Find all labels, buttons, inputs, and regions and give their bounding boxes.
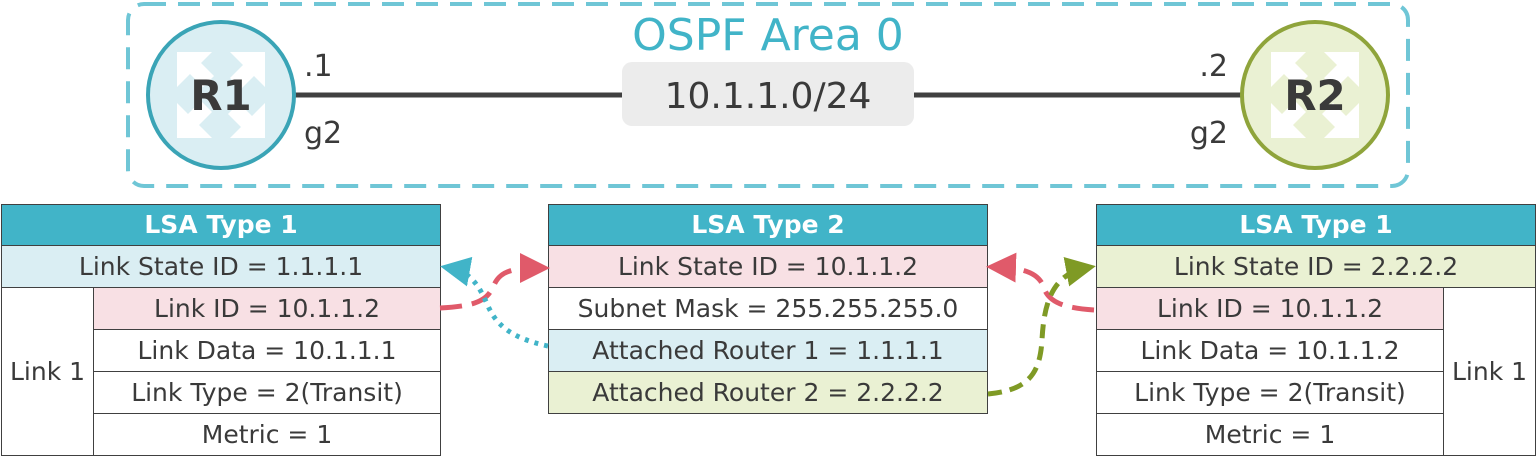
lsa1-r2-link-data: Link Data = 10.1.1.2	[1096, 329, 1444, 372]
router-arrows-icon	[1271, 52, 1359, 138]
lsa2-subnet-mask: Subnet Mask = 255.255.255.0	[548, 287, 988, 330]
router-r1-name: R1	[190, 71, 252, 120]
lsa1-r1-title: LSA Type 1	[0, 204, 442, 246]
r2-iface: g2	[1190, 116, 1228, 151]
subnet-box	[622, 62, 914, 126]
area-label: OSPF Area 0	[632, 10, 904, 61]
lsa1-r1-table: LSA Type 1 Link State ID = 1.1.1.1 Link …	[0, 204, 442, 456]
router-r2-name: R2	[1284, 71, 1346, 120]
lsa1-r2-link-label: Link 1	[1442, 287, 1536, 456]
lsa1-r1-metric: Metric = 1	[92, 413, 442, 456]
area-boundary	[126, 2, 1410, 188]
lsa1-r2-link-type: Link Type = 2(Transit)	[1096, 371, 1444, 414]
lsa1-r2-link-id: Link ID = 10.1.1.2	[1096, 287, 1444, 330]
lsa2-link-state-id: Link State ID = 10.1.1.2	[548, 245, 988, 288]
lsa2-table: LSA Type 2 Link State ID = 10.1.1.2 Subn…	[548, 204, 988, 414]
lsa1-r1-link-data: Link Data = 10.1.1.1	[92, 329, 442, 372]
lsa1-r2-link-state-id: Link State ID = 2.2.2.2	[1095, 245, 1536, 288]
lsa2-attached-router-2: Attached Router 2 = 2.2.2.2	[548, 371, 988, 414]
r1-ip: .1	[304, 49, 333, 84]
lsa1-r2-title: LSA Type 1	[1095, 204, 1536, 246]
lsa1-r1-link-type: Link Type = 2(Transit)	[92, 371, 442, 414]
subnet-label: 10.1.1.0/24	[665, 76, 872, 117]
router-r2: R2	[1240, 20, 1390, 170]
lsa1-r2-metric: Metric = 1	[1096, 413, 1444, 456]
router-r1: R1	[146, 20, 296, 170]
lsa1-r1-link-id: Link ID = 10.1.1.2	[92, 287, 442, 330]
router-arrows-icon	[177, 52, 265, 138]
r2-ip: .2	[1199, 49, 1228, 84]
lsa1-r1-link-state-id: Link State ID = 1.1.1.1	[0, 245, 442, 288]
lsa1-r1-link-label: Link 1	[1, 287, 94, 456]
r1-iface: g2	[304, 116, 342, 151]
lsa2-title: LSA Type 2	[548, 204, 988, 246]
lsa1-r2-table: LSA Type 1 Link State ID = 2.2.2.2 Link …	[1095, 204, 1536, 456]
lsa2-attached-router-1: Attached Router 1 = 1.1.1.1	[548, 329, 988, 372]
